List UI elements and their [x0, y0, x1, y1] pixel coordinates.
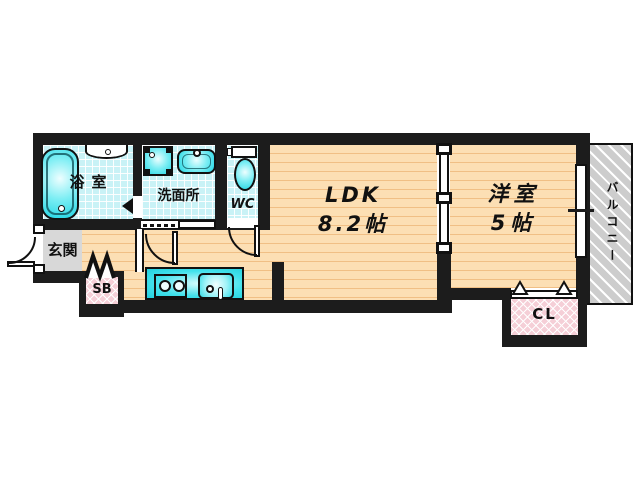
- bathtub-inner: [46, 153, 74, 215]
- western-room-floor: [450, 145, 576, 288]
- toilet-tank: [231, 146, 257, 158]
- wall-under-entrance: [33, 271, 88, 283]
- ldk-name: LDK: [324, 183, 382, 207]
- entrance-hinge-bottom: [33, 264, 45, 274]
- wall-top: [33, 133, 590, 145]
- shoebox-interior: [86, 277, 118, 304]
- pan-drain: [149, 152, 155, 158]
- wall-divider-lower: [437, 252, 451, 302]
- ldk-area: 8.2帖: [317, 212, 389, 237]
- accordion-dashes: [143, 224, 176, 227]
- entrance-label: 玄関: [47, 241, 78, 259]
- wall-western-bottom: [449, 288, 511, 300]
- entrance-door-arc: [8, 236, 36, 264]
- corridor-door-arc: [145, 233, 176, 264]
- stove-burner: [159, 280, 171, 292]
- closet-door-triangle-left: [511, 280, 529, 295]
- stove-burner: [173, 280, 185, 292]
- wall-bath-washroom: [133, 145, 142, 230]
- washroom-sliding-panel: [178, 220, 216, 229]
- washroom-faucet: [193, 149, 201, 157]
- stove: [154, 274, 187, 298]
- balcony-hatch: [587, 145, 631, 303]
- bathroom-door-opening: [133, 196, 142, 218]
- wc-door-arc: [228, 226, 258, 256]
- bathroom-door-symbol: [122, 198, 133, 214]
- toilet-handle: [227, 148, 232, 156]
- entrance-door-leaf: [7, 261, 35, 267]
- bathroom-label: 浴室: [69, 173, 114, 191]
- pan-corner: [145, 169, 150, 174]
- washing-machine-pan: [143, 146, 173, 176]
- wc-door-opening: [227, 219, 258, 228]
- washroom-accordion-door: [141, 220, 178, 229]
- ldk-label: LDK 8.2帖: [268, 183, 438, 237]
- divider-cap-top: [436, 143, 452, 155]
- balcony: [585, 143, 633, 305]
- wall-stub-kitchen: [272, 262, 284, 302]
- kitchen-faucet: [218, 287, 223, 300]
- divider-cap-mid: [436, 192, 452, 204]
- bathtub: [41, 148, 79, 220]
- closet-door-triangle-right: [555, 280, 573, 295]
- shoebox-zigzag: [84, 249, 116, 283]
- toilet-bowl: [234, 158, 256, 191]
- wc-label: WC: [230, 197, 255, 212]
- entrance-floor: [43, 229, 82, 271]
- divider-cap-bottom: [436, 242, 452, 254]
- kitchen-sink-drain: [206, 285, 214, 293]
- bath-vanity: [85, 145, 128, 159]
- entrance-hinge-top: [33, 224, 45, 234]
- pan-corner: [145, 148, 150, 153]
- washroom-label: 洗面所: [157, 188, 200, 204]
- pan-corner: [166, 148, 171, 153]
- closet-door-track: [510, 290, 578, 299]
- closet-label: CL: [532, 305, 557, 323]
- closet-interior: [511, 299, 578, 335]
- wall-wc-right: [258, 133, 270, 230]
- bathtub-drain: [58, 205, 65, 212]
- wall-left: [33, 133, 43, 283]
- pan-corner: [166, 169, 171, 174]
- wall-washroom-wc: [215, 145, 227, 230]
- western-room-label: 洋室 5帖: [450, 182, 577, 236]
- ldk-floor: [268, 145, 437, 302]
- kitchen-counter: [145, 267, 244, 300]
- balcony-window-tick: [568, 209, 594, 212]
- corridor-opening-frame: [135, 229, 144, 272]
- washroom-sink: [177, 149, 216, 174]
- western-room-name: 洋室: [487, 182, 540, 206]
- shoebox-label: SB: [92, 282, 112, 297]
- kitchen-sink: [198, 273, 234, 300]
- bath-vanity-drain: [105, 149, 111, 155]
- entrance-door-opening: [33, 232, 43, 266]
- balcony-label: バルコニー: [605, 181, 619, 266]
- wall-bottom-main: [122, 300, 452, 313]
- western-room-area: 5帖: [490, 211, 537, 236]
